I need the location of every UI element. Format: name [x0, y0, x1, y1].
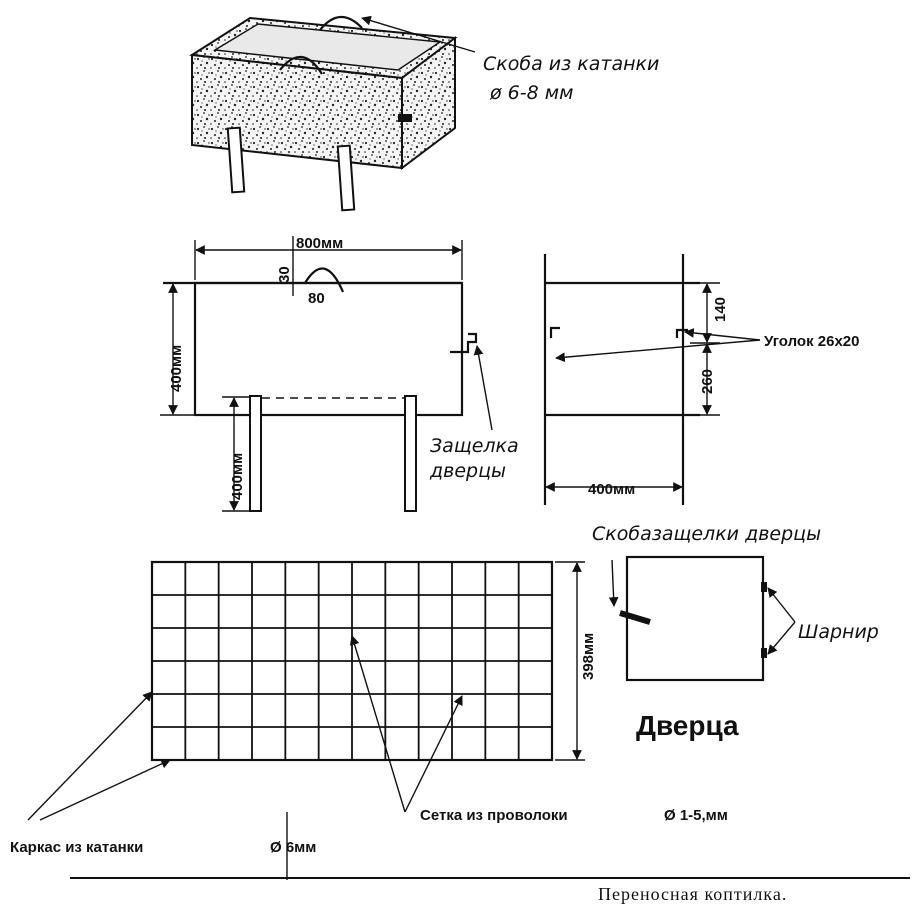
top-handle-front: [279, 55, 323, 75]
mesh-wires: [152, 562, 552, 760]
dim-398: 398мм: [580, 633, 597, 680]
leader-mesh-1: [349, 635, 406, 813]
hinge-bottom: [761, 648, 767, 658]
label-mesh-dia: Ø 1-5,мм: [664, 807, 728, 824]
label-top-bracket: Скоба из катанки: [483, 53, 659, 75]
caption: Переносная коптилка.: [598, 884, 787, 904]
door-latch-bracket: [619, 610, 651, 625]
label-latch: Защелка: [430, 435, 519, 457]
label-top-bracket-dia: ø 6-8 мм: [489, 82, 573, 104]
door-panel: [625, 555, 765, 682]
leader-door-latch: [608, 559, 619, 607]
label-door-latch-bracket: Скобазащелки дверцы: [592, 523, 821, 545]
front-handle: [304, 267, 345, 293]
leg-front-right: [336, 144, 356, 212]
dim-80: 80: [308, 290, 325, 307]
leader-hinge-1: [767, 587, 796, 623]
dim-400-side: 400мм: [588, 481, 635, 498]
leader-frame-1: [27, 691, 153, 821]
leader-top-bracket: [361, 15, 476, 53]
leader-latch: [473, 345, 493, 431]
dim-30: 30: [276, 266, 293, 283]
leader-hinge-2: [767, 621, 796, 655]
label-frame-dia: Ø 6мм: [270, 839, 316, 856]
label-hinge: Шарнир: [798, 621, 879, 643]
mesh-grid: [27, 560, 585, 880]
dim-140: 140: [712, 297, 729, 322]
label-mesh: Сетка из проволоки: [420, 807, 568, 824]
door-view: [608, 555, 796, 682]
door-title: Дверца: [636, 710, 739, 741]
leader-angle-2: [555, 339, 761, 363]
leader-mesh-2: [404, 695, 463, 813]
front-box-body: [193, 281, 464, 417]
smoker-3d-view: [189, 15, 476, 212]
leg-front-left: [226, 126, 246, 194]
hinge-top: [761, 582, 767, 592]
label-angle: Уголок 26х20: [764, 333, 859, 350]
box-side-face: [401, 35, 456, 171]
front-elevation: [160, 236, 493, 512]
dim-260: 260: [699, 369, 716, 394]
leader-frame-2: [39, 759, 171, 821]
top-handle-back: [319, 15, 363, 31]
side-elevation: [543, 254, 761, 505]
leader-angle-1: [684, 328, 761, 341]
label-frame: Каркас из катанки: [10, 839, 143, 856]
dim-400-legs: 400мм: [229, 453, 246, 500]
dim-400-height: 400мм: [168, 345, 185, 392]
dim-800: 800мм: [296, 235, 343, 252]
front-leg-right: [404, 395, 417, 512]
side-latch: [398, 114, 412, 122]
front-leg-left: [249, 395, 262, 512]
label-latch-2: дверцы: [429, 460, 506, 482]
front-latch: [450, 332, 478, 354]
